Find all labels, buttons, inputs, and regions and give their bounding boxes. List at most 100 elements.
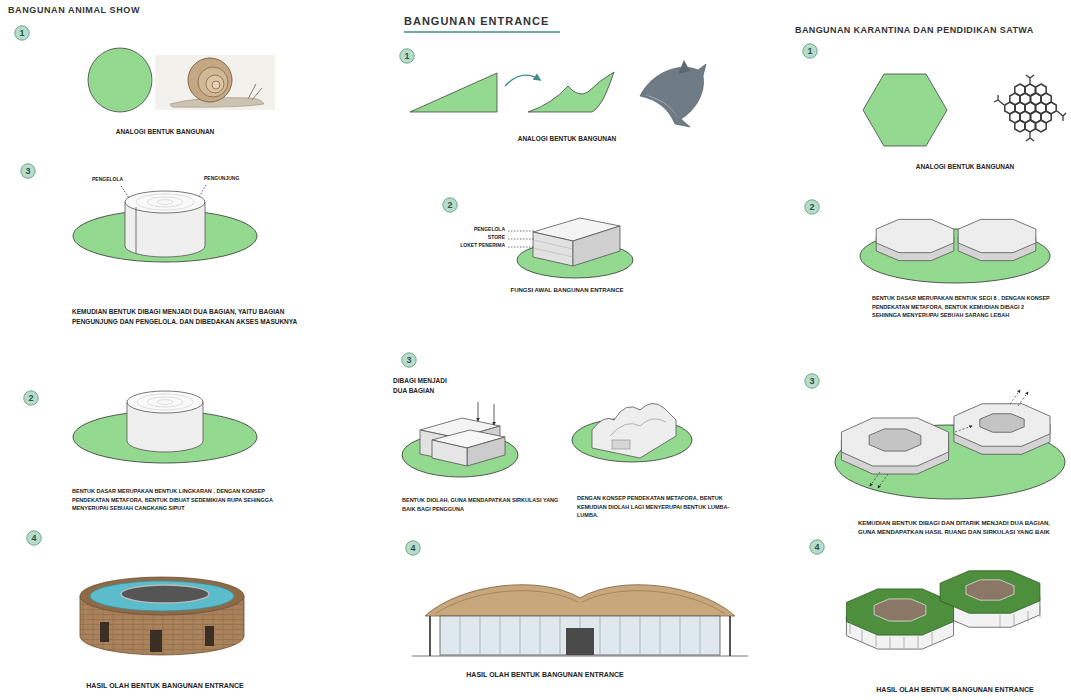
pulled-octagon-rings bbox=[1010, 390, 1020, 404]
animal-show-building bbox=[205, 626, 214, 646]
dolphin-form-block bbox=[612, 440, 630, 449]
split-cylinder bbox=[199, 185, 206, 197]
entrance-box bbox=[573, 226, 620, 266]
description: BENTUK DASAR MERUPAKAN BENTUK LINGKARAN … bbox=[72, 487, 290, 513]
step-number-circle: 1 bbox=[399, 48, 415, 64]
divided-blocks bbox=[467, 437, 505, 466]
triangle-shape bbox=[410, 73, 497, 112]
dolphin-picture bbox=[645, 95, 678, 118]
split-cylinder bbox=[157, 200, 173, 205]
split-cylinder bbox=[73, 185, 257, 262]
callout-number: 4 bbox=[809, 539, 825, 555]
heading-underline bbox=[404, 32, 560, 33]
caption: ANALOGI BENTUK BANGUNAN bbox=[487, 134, 647, 144]
column-heading: BANGUNAN ENTRANCE bbox=[404, 13, 624, 30]
split-cylinder bbox=[136, 207, 137, 254]
entrance-box bbox=[508, 218, 633, 278]
entrance-elevation bbox=[425, 585, 735, 616]
step-number-circle: 4 bbox=[809, 539, 825, 555]
step-circle-outline bbox=[443, 198, 457, 212]
step-circle-outline bbox=[27, 531, 41, 545]
animal-show-building bbox=[121, 585, 209, 603]
part-label: STORE bbox=[435, 234, 505, 242]
step-number-circle: 1 bbox=[14, 25, 30, 41]
entrance-box bbox=[533, 240, 573, 249]
description: KEMUDIAN BENTUK DIBAGI MENJADI DUA BAGIA… bbox=[72, 307, 300, 327]
entrance-elevation bbox=[412, 585, 748, 656]
part-label: PENGELOLA bbox=[92, 176, 137, 184]
caption: HASIL OLAH BENTUK BANGUNAN ENTRANCE bbox=[840, 685, 1070, 696]
caption: HASIL OLAH BENTUK BANGUNAN ENTRANCE bbox=[50, 681, 280, 692]
split-cylinder bbox=[125, 191, 205, 213]
caption: ANALOGI BENTUK BANGUNAN bbox=[85, 127, 245, 137]
animal-show-building bbox=[150, 630, 162, 652]
fin-shape bbox=[528, 72, 614, 112]
quarantine-building bbox=[966, 580, 1014, 600]
base-cylinder bbox=[137, 394, 193, 410]
callout-number: 4 bbox=[26, 530, 42, 546]
step-circle-outline bbox=[805, 374, 819, 388]
step-number-circle: 2 bbox=[804, 199, 820, 215]
dolphin-picture bbox=[640, 64, 706, 127]
step-number-circle: 2 bbox=[442, 197, 458, 213]
column-heading: BANGUNAN ANIMAL SHOW bbox=[8, 4, 228, 18]
step-circle-outline bbox=[21, 164, 35, 178]
step-circle-outline bbox=[810, 540, 824, 554]
animal-show-building bbox=[100, 622, 109, 642]
dolphin-form-block bbox=[610, 419, 666, 436]
description: KEMUDIAN BENTUK DIBAGI DAN DITARIK MENJA… bbox=[858, 519, 1066, 538]
twin-octagons bbox=[876, 219, 954, 252]
snail-picture bbox=[155, 55, 275, 110]
step-circle-outline bbox=[15, 26, 29, 40]
description: BENTUK DASAR MERUPAKAN BENTUK SEGI 8 , D… bbox=[872, 294, 1054, 320]
snail-picture bbox=[188, 58, 232, 102]
step-circle-outline bbox=[400, 49, 414, 63]
twin-octagons bbox=[958, 219, 1036, 252]
entrance-box bbox=[533, 248, 573, 257]
quarantine-building bbox=[846, 571, 1040, 649]
part-label: PENGUNJUNG bbox=[204, 175, 259, 183]
molecule-picture bbox=[994, 75, 1066, 141]
step-number-circle: 4 bbox=[26, 530, 42, 546]
callout-number: 3 bbox=[804, 373, 820, 389]
callout-number: 1 bbox=[399, 48, 415, 64]
step-number-circle: 3 bbox=[401, 352, 417, 368]
dolphin-picture bbox=[678, 60, 690, 74]
hexagon-shape bbox=[863, 74, 947, 146]
pulled-octagon-rings bbox=[869, 429, 921, 451]
snail-picture bbox=[155, 55, 275, 110]
snail-picture bbox=[198, 67, 228, 97]
split-cylinder bbox=[121, 186, 129, 198]
molecule-picture bbox=[1025, 120, 1035, 132]
part-label: PENGELOLA bbox=[435, 226, 505, 234]
callout-number: 3 bbox=[401, 352, 417, 368]
pulled-octagon-rings bbox=[955, 426, 972, 432]
step-number-circle: 3 bbox=[804, 373, 820, 389]
callout-number: 2 bbox=[23, 390, 39, 406]
split-cylinder bbox=[136, 194, 194, 210]
description: BENTUK DIOLAH, GUNA MENDAPATKAN SIRKULAS… bbox=[402, 496, 564, 513]
entrance-elevation bbox=[430, 616, 730, 656]
entrance-elevation bbox=[460, 616, 700, 655]
hexagon-shape bbox=[863, 74, 947, 146]
dolphin-form-block bbox=[572, 403, 692, 462]
analogy-circle bbox=[88, 48, 152, 112]
step-number-circle: 4 bbox=[405, 540, 421, 556]
callout-number: 1 bbox=[802, 43, 818, 59]
fin-shape bbox=[528, 72, 614, 112]
entrance-elevation bbox=[566, 628, 594, 655]
callout-number: 2 bbox=[804, 199, 820, 215]
callout-number: 3 bbox=[20, 163, 36, 179]
divided-blocks bbox=[432, 440, 467, 466]
pulled-octagon-rings bbox=[870, 472, 880, 486]
pulled-octagon-rings bbox=[980, 414, 1024, 432]
step-circle-outline bbox=[805, 200, 819, 214]
caption: ANALOGI BENTUK BANGUNAN bbox=[885, 162, 1045, 172]
entrance-box bbox=[508, 231, 534, 247]
description: DENGAN KONSEP PENDEKATAN METAFORA, BENTU… bbox=[577, 494, 749, 520]
animal-show-building bbox=[80, 577, 244, 615]
entrance-elevation bbox=[435, 591, 725, 614]
step-number-circle: 2 bbox=[23, 390, 39, 406]
animal-show-building bbox=[80, 577, 244, 655]
